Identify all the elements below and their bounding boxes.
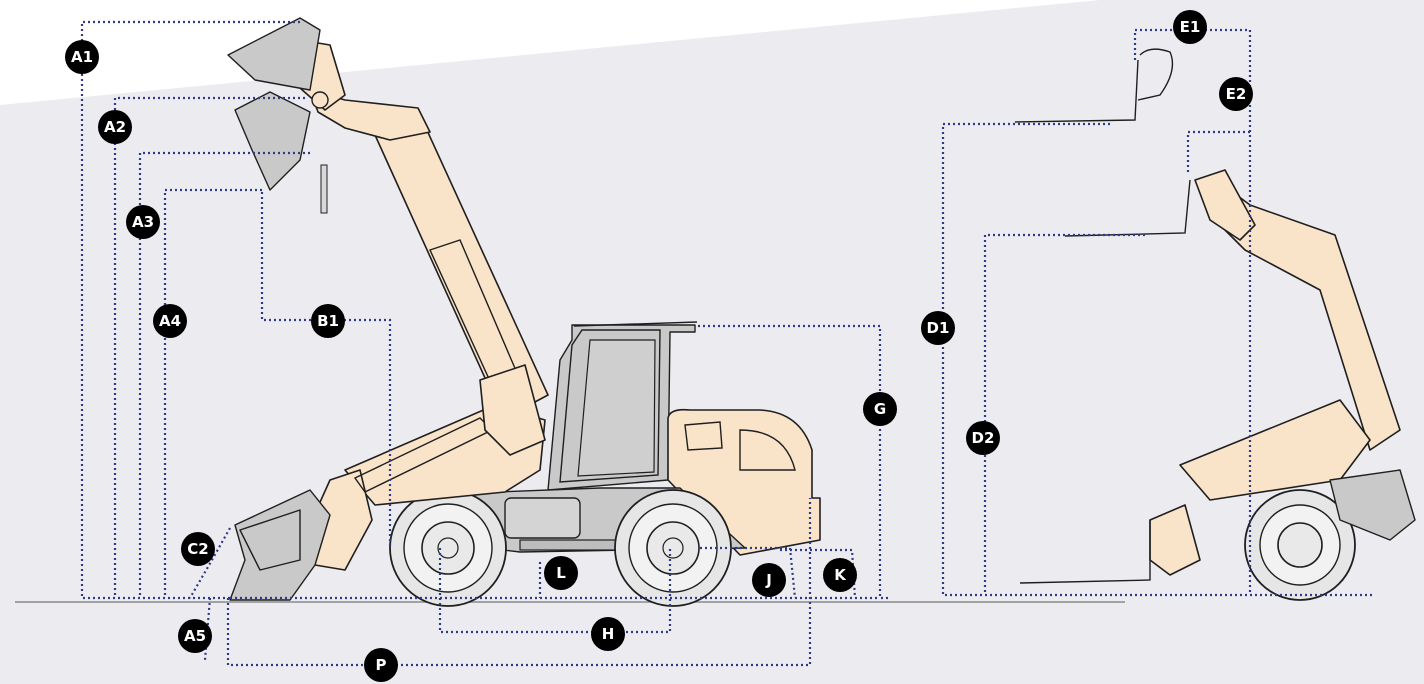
cab: [547, 321, 698, 491]
badge-E2: E2: [1219, 77, 1253, 111]
badge-A1: A1: [65, 40, 99, 74]
dim-line-A4: [163, 188, 262, 598]
forklift-wheel: [1244, 489, 1356, 601]
badge-B1-label: B1: [317, 312, 339, 330]
badge-D2-label: D2: [972, 429, 995, 447]
badge-P-label: P: [376, 656, 387, 674]
dim-line-K: [780, 548, 857, 599]
badge-G-label: G: [874, 400, 886, 418]
dim-line-D2: [983, 233, 1145, 595]
rear-wheel: [614, 489, 732, 607]
badge-L: L: [544, 556, 578, 590]
dim-line-J: [700, 546, 797, 599]
forklift-boom: [1149, 169, 1401, 576]
badge-A2: A2: [98, 110, 132, 144]
badge-J-label: J: [765, 571, 772, 589]
badge-A5: A5: [178, 619, 212, 653]
badge-A1-label: A1: [71, 48, 93, 66]
badge-L-label: L: [556, 564, 566, 582]
dim-line-E2: [1186, 130, 1250, 172]
loader-machine: [227, 17, 821, 607]
badge-K: K: [823, 558, 857, 592]
dim-line-C2: [189, 527, 231, 599]
dimension-badges: A1 A2 A3 A4 A5 B1 C2 G H J K L P D1 D2 E…: [65, 10, 1253, 682]
dim-line-H: [438, 548, 672, 634]
dim-line-E1: [1133, 28, 1252, 595]
badge-G: G: [863, 392, 897, 426]
badge-H-label: H: [602, 625, 615, 643]
forklift-machine: [1014, 48, 1416, 601]
badge-A5-label: A5: [184, 627, 206, 645]
badge-D2: D2: [966, 421, 1000, 455]
badge-H: H: [591, 617, 625, 651]
badge-E1: E1: [1173, 10, 1207, 44]
badge-D1: D1: [921, 311, 955, 345]
front-wheel: [389, 489, 507, 607]
badge-A4-label: A4: [159, 312, 181, 330]
badge-A3: A3: [126, 205, 160, 239]
badge-B1: B1: [311, 304, 345, 338]
badge-A4: A4: [153, 304, 187, 338]
badge-E2-label: E2: [1226, 85, 1247, 103]
badge-P: P: [364, 648, 398, 682]
badge-J: J: [752, 563, 786, 597]
dim-line-G: [698, 324, 890, 600]
dim-line-A3: [138, 151, 310, 598]
dim-line-A2: [113, 96, 305, 598]
raised-boom: [299, 39, 549, 456]
badge-C2-label: C2: [187, 540, 208, 558]
badge-A2-label: A2: [104, 118, 126, 136]
buckets: [227, 17, 331, 601]
badge-C2: C2: [181, 532, 215, 566]
badge-D1-label: D1: [927, 319, 950, 337]
badge-A3-label: A3: [132, 213, 154, 231]
forklift-chassis: [1329, 469, 1416, 541]
badge-E1-label: E1: [1180, 18, 1201, 36]
dim-line-A1: [80, 20, 300, 600]
badge-K-label: K: [834, 566, 847, 584]
